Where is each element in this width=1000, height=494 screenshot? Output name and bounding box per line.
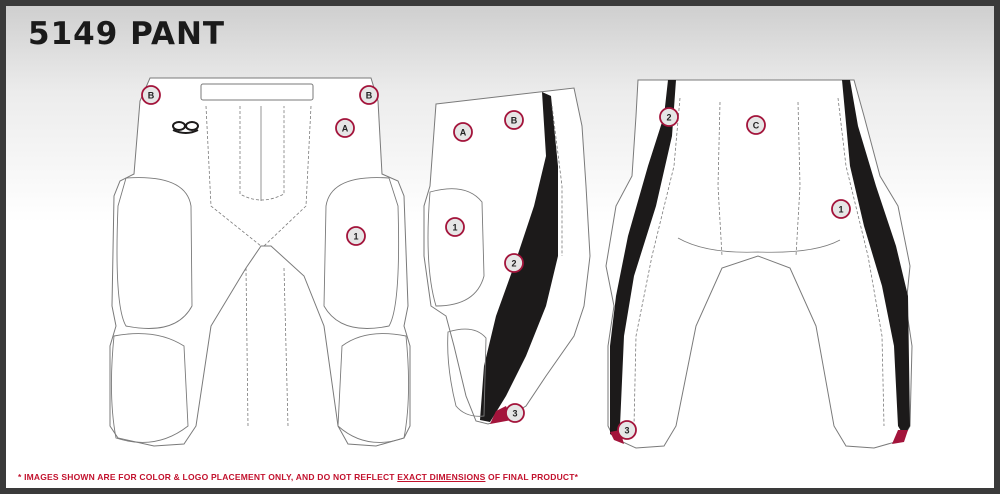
front-view	[109, 77, 411, 447]
svg-text:3: 3	[512, 409, 517, 419]
front-label-a: A	[335, 118, 355, 138]
back-accent-panel-right	[842, 80, 910, 436]
front-knee-pad-left	[110, 333, 189, 443]
front-knee-pad-right	[337, 333, 410, 443]
side-knee-pad	[447, 328, 487, 417]
front-waistband	[200, 83, 314, 101]
side-stitch	[551, 105, 563, 256]
svg-text:2: 2	[511, 259, 516, 269]
side-label-a: A	[453, 122, 473, 142]
page-title: 5149 PANT	[28, 16, 226, 52]
disclaimer-prefix: * IMAGES SHOWN ARE FOR COLOR & LOGO PLAC…	[18, 472, 398, 482]
side-label-3: 3	[505, 403, 525, 423]
svg-text:A: A	[460, 128, 467, 138]
back-trim-right	[892, 430, 908, 444]
svg-text:B: B	[511, 116, 518, 126]
back-label-1: 1	[831, 199, 851, 219]
front-stitch-left	[205, 105, 262, 247]
svg-text:3: 3	[624, 426, 629, 436]
back-label-2: 2	[659, 107, 679, 127]
svg-text:2: 2	[666, 113, 671, 123]
svg-text:A: A	[342, 124, 349, 134]
front-thigh-pad-right	[323, 177, 400, 329]
front-label-b-left: B	[141, 85, 161, 105]
svg-text:B: B	[366, 91, 373, 101]
back-stitch-outer-left	[633, 97, 681, 427]
boombah-logo-icon	[172, 121, 199, 134]
front-stitch-right	[263, 105, 312, 247]
svg-text:C: C	[753, 121, 760, 131]
svg-text:B: B	[148, 91, 155, 101]
pant-diagram: B B A 1 A B 1 2	[109, 77, 913, 449]
disclaimer-emphasis: EXACT DIMENSIONS	[397, 472, 486, 482]
side-label-b: B	[504, 110, 524, 130]
back-stitch-left	[717, 101, 723, 257]
front-stitch-leg-left	[245, 267, 249, 427]
svg-text:1: 1	[452, 223, 457, 233]
disclaimer-note: * IMAGES SHOWN ARE FOR COLOR & LOGO PLAC…	[18, 472, 578, 482]
back-pant-body	[605, 79, 913, 449]
svg-text:1: 1	[353, 232, 358, 242]
side-hip-pad	[427, 188, 485, 307]
front-label-1: 1	[346, 226, 366, 246]
side-label-1: 1	[445, 217, 465, 237]
disclaimer-suffix: OF FINAL PRODUCT*	[485, 472, 579, 482]
front-thigh-pad-left	[116, 177, 193, 329]
side-label-2: 2	[504, 253, 524, 273]
front-stitch-leg-right	[283, 267, 289, 427]
diagram-frame: 5149 PANT	[6, 6, 994, 488]
front-label-b-right: B	[359, 85, 379, 105]
back-stitch-right	[795, 101, 801, 257]
svg-text:1: 1	[838, 205, 843, 215]
back-view	[605, 79, 913, 449]
front-fly	[239, 106, 285, 201]
back-accent-panel-left	[610, 80, 676, 438]
back-yoke	[677, 237, 841, 253]
back-label-c: C	[746, 115, 766, 135]
front-pant-body	[109, 77, 411, 447]
back-stitch-outer-right	[837, 97, 885, 427]
back-label-3: 3	[617, 420, 637, 440]
